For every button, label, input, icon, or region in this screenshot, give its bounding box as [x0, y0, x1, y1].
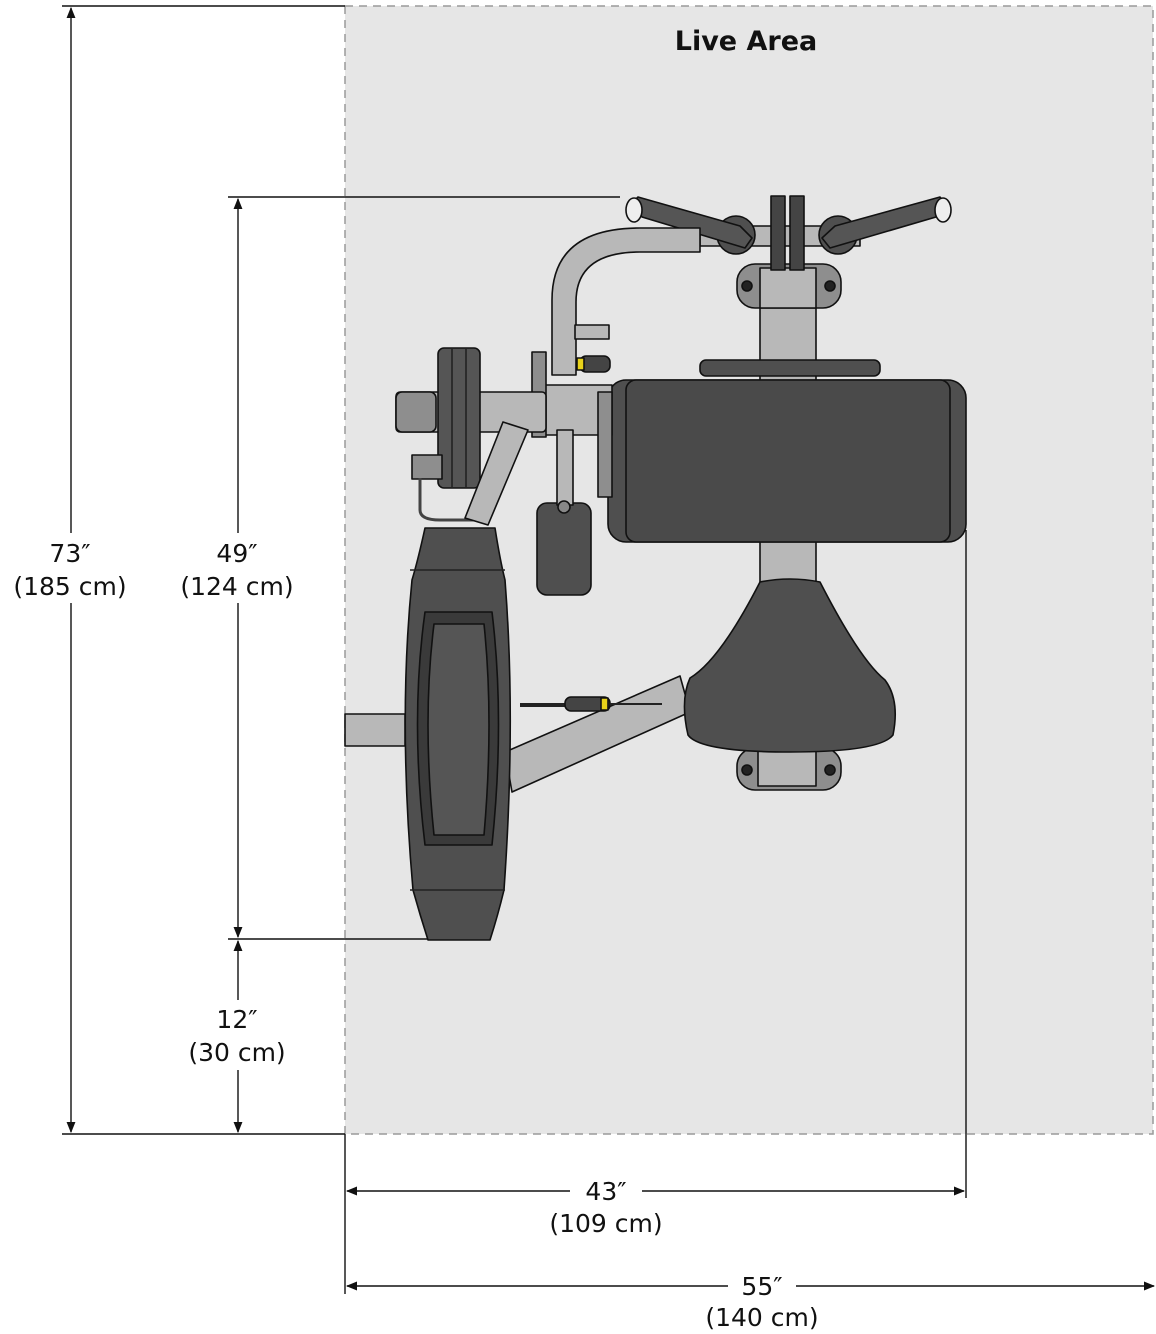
clearance-imperial: 12″ [216, 1005, 257, 1034]
total-depth-metric: (185 cm) [13, 572, 126, 601]
live-area-label: Live Area [675, 26, 818, 57]
pulley-stack [437, 347, 481, 489]
machine-illustration [344, 195, 967, 941]
total-width-imperial: 55″ [741, 1272, 782, 1301]
lever-arm [464, 421, 529, 526]
total-depth-imperial: 73″ [49, 539, 90, 568]
machine-depth-imperial: 49″ [216, 539, 257, 568]
ankle-roller [536, 502, 592, 596]
left-handle [631, 196, 753, 249]
clearance-metric: (30 cm) [188, 1038, 285, 1067]
machine-width-imperial: 43″ [585, 1177, 626, 1206]
total-width-metric: (140 cm) [705, 1303, 818, 1332]
curved-arm [551, 227, 701, 376]
rear-stub-tube [344, 713, 406, 747]
dimension-lines [62, 5, 1156, 1294]
seat-pad [683, 578, 896, 753]
machine-depth-metric: (124 cm) [180, 572, 293, 601]
machine-width-metric: (109 cm) [549, 1209, 662, 1238]
